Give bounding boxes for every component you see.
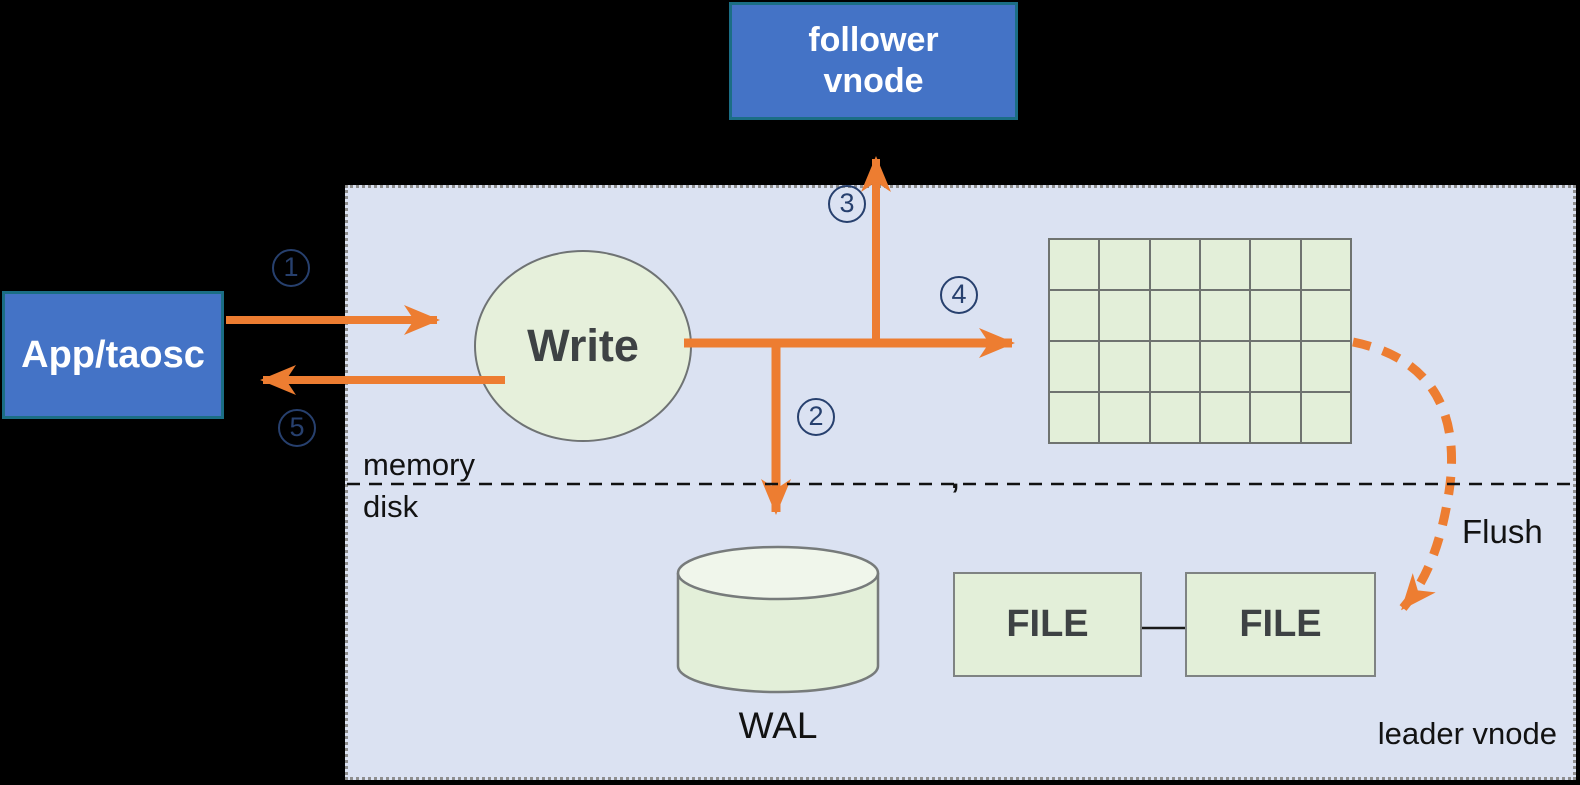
mem-table-cell: [1050, 240, 1099, 289]
mem-table-cell: [1251, 342, 1300, 391]
mem-table-cell: [1301, 291, 1350, 340]
file-box-left: FILE: [953, 572, 1142, 677]
step-5-badge: 5: [278, 409, 316, 447]
mem-table-cell: [1100, 342, 1149, 391]
app-taosc-box: App/taosc: [2, 291, 224, 419]
mem-table-cell: [1251, 291, 1300, 340]
follower-vnode-label-line2: vnode: [823, 62, 924, 100]
mem-table-cell: [1200, 291, 1250, 340]
follower-vnode-label-line1: follower: [808, 20, 939, 59]
mem-table-cell: [1150, 240, 1199, 289]
mem-table-cell: [1100, 240, 1149, 289]
write-process-node: Write: [474, 250, 692, 442]
mem-table-cell: [1100, 393, 1149, 442]
mem-table-cell: [1301, 240, 1350, 289]
mem-table-cell: [1100, 291, 1149, 340]
mem-table-cell: [1301, 393, 1350, 442]
step-4-badge: 4: [940, 276, 978, 314]
leader-vnode-label: leader vnode: [1377, 716, 1557, 751]
write-label: Write: [527, 320, 639, 371]
app-taosc-label: App/taosc: [21, 333, 205, 376]
step-1-badge: 1: [272, 249, 310, 287]
file-box-right: FILE: [1185, 572, 1376, 677]
flush-label: Flush: [1462, 513, 1543, 550]
file-left-label: FILE: [1006, 603, 1089, 645]
mem-table-cell: [1050, 291, 1099, 340]
file-right-label: FILE: [1239, 603, 1322, 645]
follower-vnode-box: follower vnode: [729, 2, 1018, 120]
step-3-badge: 3: [828, 185, 866, 223]
mem-table-cell: [1200, 240, 1250, 289]
mem-table-cell: [1251, 240, 1300, 289]
mem-table-cell: [1200, 342, 1250, 391]
memory-label: memory: [363, 447, 475, 482]
mem-table-cell: [1050, 393, 1099, 442]
mem-table-cell: [1150, 342, 1199, 391]
mem-table-cell: [1251, 393, 1300, 442]
wal-label: WAL: [738, 705, 818, 746]
stray-mark: ,: [951, 462, 960, 495]
mem-table-cell: [1200, 393, 1250, 442]
mem-table-grid: [1048, 238, 1352, 444]
mem-table-cell: [1150, 393, 1199, 442]
disk-label: disk: [363, 489, 419, 524]
mem-table-cell: [1050, 342, 1099, 391]
wal-cylinder: [676, 545, 880, 694]
mem-table-cell: [1150, 291, 1199, 340]
mem-table-cell: [1301, 342, 1350, 391]
step-2-badge: 2: [797, 398, 835, 436]
